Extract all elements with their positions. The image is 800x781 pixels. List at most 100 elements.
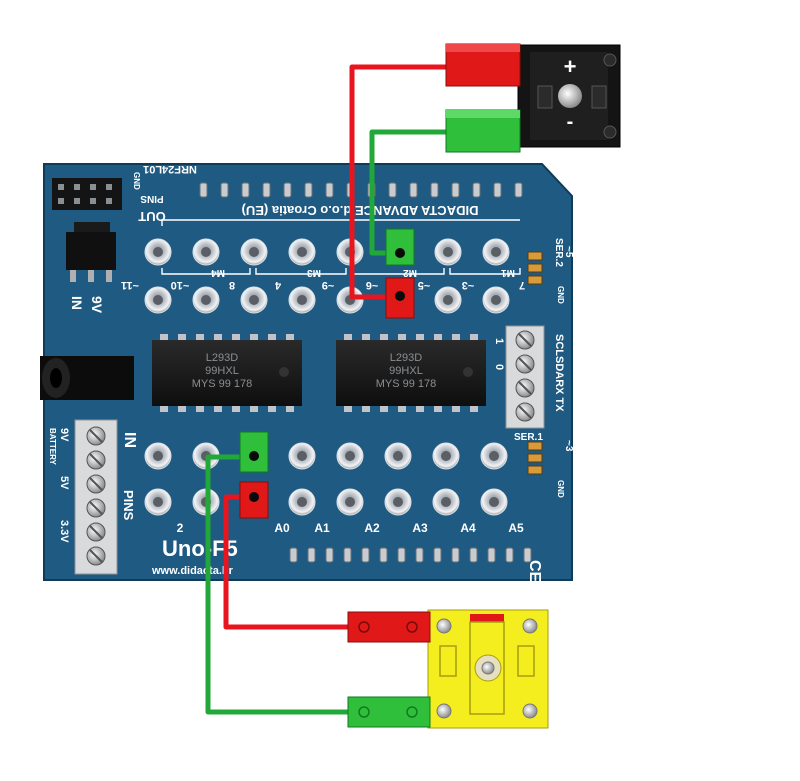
ser-pin[interactable]	[527, 441, 543, 451]
out-socket-center	[297, 295, 307, 305]
chip-leg	[286, 334, 294, 342]
screw-slot	[89, 429, 103, 443]
pin-socket-center	[393, 497, 403, 507]
chip-text: 99HXL	[205, 365, 239, 377]
sensor-module[interactable]	[427, 609, 549, 729]
header-pin	[469, 547, 478, 563]
analog-label: A0	[274, 521, 290, 535]
chip-leg	[160, 334, 168, 342]
v9-label: 9V	[58, 428, 70, 442]
sensor-connector-red[interactable]	[347, 611, 431, 643]
ser-pin[interactable]	[527, 465, 543, 475]
pins-vertical-label: PINS	[121, 490, 136, 521]
pin-socket-center	[153, 497, 163, 507]
analog-label: A3	[412, 521, 428, 535]
header-pin	[379, 547, 388, 563]
in-socket-center	[153, 451, 163, 461]
out-pin-label: 4	[274, 279, 281, 291]
chip-leg	[416, 334, 424, 342]
chip-leg	[196, 404, 204, 412]
wire-red-motor	[349, 64, 452, 300]
plug-red-out[interactable]	[385, 277, 415, 319]
wire-green-sensor	[205, 454, 354, 715]
header-pin	[361, 547, 370, 563]
sensor-connector-green[interactable]	[347, 696, 431, 728]
header-pin	[487, 547, 496, 563]
chip-leg	[232, 404, 240, 412]
header-pin	[451, 547, 460, 563]
chip-leg	[250, 404, 258, 412]
motor-minus-sign: -	[567, 111, 574, 133]
screw-slot	[89, 453, 103, 467]
motor-label: M1	[501, 267, 515, 278]
motor-label: M4	[211, 267, 225, 278]
screw-slot	[89, 501, 103, 515]
plug-red-in[interactable]	[239, 481, 269, 519]
header-pin	[343, 547, 352, 563]
chip-body	[336, 340, 486, 406]
nrf-pin	[74, 184, 80, 190]
plug-green-in[interactable]	[239, 431, 269, 473]
chip-leg	[362, 404, 370, 412]
ser-pin[interactable]	[527, 263, 543, 273]
vin-in-label: IN	[69, 296, 85, 310]
header-pin	[304, 182, 313, 198]
out-pin-label: ~6	[366, 279, 379, 291]
in-socket-center	[345, 451, 355, 461]
out-socket-center	[491, 247, 501, 257]
out-socket-center	[249, 295, 259, 305]
chip-text: MYS 99 178	[376, 378, 437, 390]
ser1-label: SER.1	[514, 432, 543, 443]
header-pin	[283, 182, 292, 198]
chip-text: L293D	[390, 352, 422, 364]
ser-pin[interactable]	[527, 251, 543, 261]
nrf-pin	[106, 198, 112, 204]
out-pin-label: ~5	[418, 279, 431, 291]
screw-slot	[518, 405, 532, 419]
chip-leg	[250, 334, 258, 342]
out-socket-center	[443, 295, 453, 305]
nrf-pin	[58, 184, 64, 190]
analog-label: 2	[177, 521, 184, 535]
header-pin	[289, 547, 298, 563]
out-socket-center	[153, 247, 163, 257]
nrf-pin	[58, 198, 64, 204]
nrf-label: NRF24L01	[143, 163, 197, 175]
out-socket-center	[491, 295, 501, 305]
ser2-gnd: GND	[556, 286, 565, 304]
header-pin	[493, 182, 502, 198]
out-socket-center	[201, 295, 211, 305]
pin-socket-center	[489, 497, 499, 507]
header-pin	[397, 547, 406, 563]
out-socket-center	[249, 247, 259, 257]
chip-leg	[214, 334, 222, 342]
header-pin	[451, 182, 460, 198]
motor-module[interactable]: + -	[517, 44, 621, 148]
header-pin	[409, 182, 418, 198]
header-pin	[523, 547, 532, 563]
header-pin	[388, 182, 397, 198]
header-pin	[241, 182, 250, 198]
ser-pin[interactable]	[527, 275, 543, 285]
header-pin	[472, 182, 481, 198]
out-pin-label: ~3	[462, 279, 475, 291]
nrf-header	[52, 178, 122, 210]
motor-connector-green[interactable]	[445, 109, 521, 153]
chip-body	[152, 340, 302, 406]
screw-slot	[518, 381, 532, 395]
header-pin	[199, 182, 208, 198]
motor-connector-red[interactable]	[445, 43, 521, 87]
ser-pin[interactable]	[527, 453, 543, 463]
plug-green-out[interactable]	[385, 228, 415, 266]
pin-socket-center	[441, 497, 451, 507]
header-pin	[514, 182, 523, 198]
screw-slot	[89, 525, 103, 539]
v5-label: 5V	[58, 476, 70, 490]
serial-num-0: 0	[493, 364, 505, 370]
screw-slot	[518, 333, 532, 347]
header-pin	[415, 547, 424, 563]
chip-leg	[286, 404, 294, 412]
motor-shaft	[558, 84, 582, 108]
